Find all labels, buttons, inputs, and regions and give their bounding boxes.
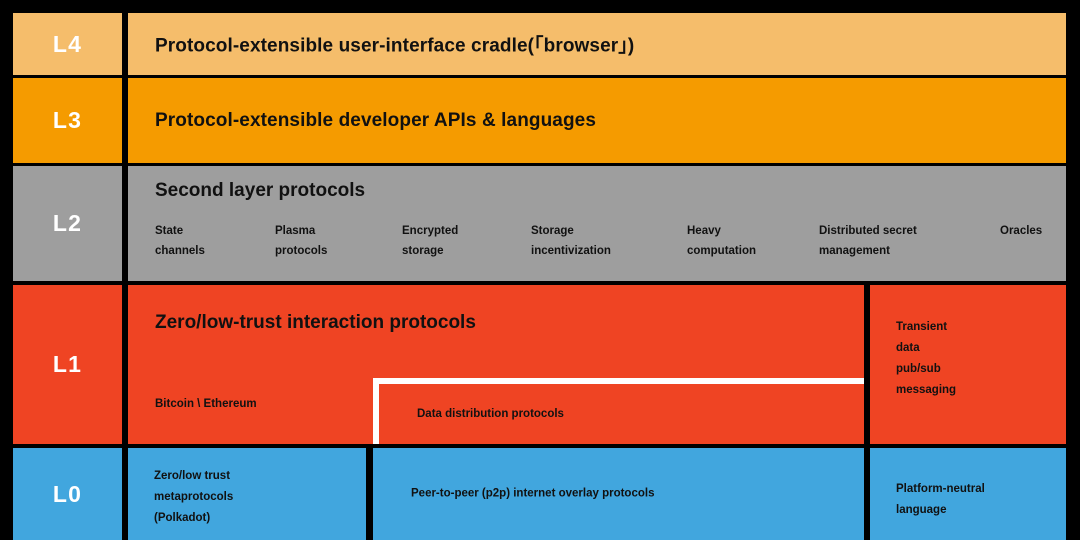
layer-label-l3: L3 <box>52 107 83 133</box>
layer-item-peer-to-peer-internet-overlay-protocols: Peer-to-peer (p2p) internet overlay prot… <box>411 487 655 500</box>
layer-item-box-p2p-overlay: Peer-to-peer (p2p) internet overlay prot… <box>373 448 864 540</box>
layer-label-cell-l4: L4 <box>13 13 122 75</box>
layer-stack-diagram: L4 Protocol-extensible user-interface cr… <box>13 13 1066 540</box>
layer-row-l1: L1 Zero/low-trust interaction protocols … <box>13 285 1066 444</box>
layer-row-l3: L3 Protocol-extensible developer APIs & … <box>13 78 1066 163</box>
layer-row-l4: L4 Protocol-extensible user-interface cr… <box>13 13 1066 75</box>
layer-heading-l2: Second layer protocols <box>155 180 366 201</box>
layer-label-l0: L0 <box>52 480 83 507</box>
l1-main-block: Zero/low-trust interaction protocols Bit… <box>128 285 864 444</box>
layer-label-cell-l0: L0 <box>13 448 122 540</box>
layer-heading-l4: Protocol-extensible user-interface cradl… <box>155 35 635 57</box>
layer-label-cell-l3: L3 <box>13 78 122 163</box>
layer-label-l4: L4 <box>52 30 83 57</box>
layer-label-l2: L2 <box>52 210 83 236</box>
layer-item-box-data-distribution-protocols: Data distribution protocols <box>373 378 864 444</box>
layer-content-l3: Protocol-extensible developer APIs & lan… <box>128 78 1066 163</box>
layer-item-oracles: Oracles <box>1000 225 1043 237</box>
layer-item-bitcoin-ethereum: Bitcoin \ Ethereum <box>155 398 257 410</box>
layer-item-data-distribution-protocols: Data distribution protocols <box>417 408 564 420</box>
layer-content-l1: Zero/low-trust interaction protocols Bit… <box>128 285 1066 444</box>
layer-label-l1: L1 <box>52 351 83 377</box>
layer-heading-l1: Zero/low-trust interaction protocols <box>155 312 476 333</box>
layer-label-cell-l2: L2 <box>13 166 122 281</box>
layer-label-cell-l1: L1 <box>13 285 122 444</box>
layer-content-l4: Protocol-extensible user-interface cradl… <box>128 13 1066 75</box>
layer-heading-l3: Protocol-extensible developer APIs & lan… <box>155 109 597 131</box>
